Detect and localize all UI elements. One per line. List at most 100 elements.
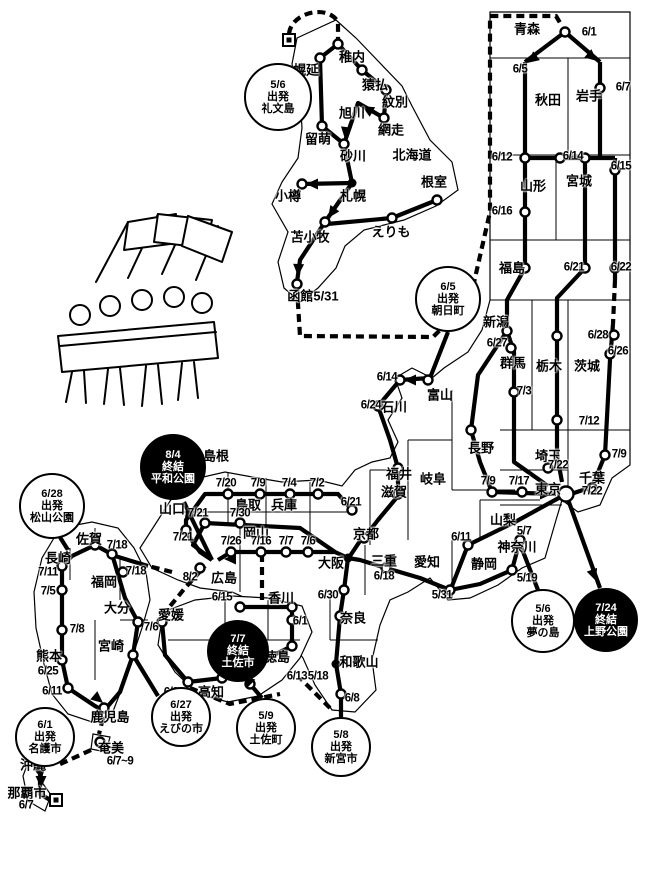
- route-node: [394, 374, 406, 386]
- route-node: [462, 539, 474, 551]
- route-node: [358, 532, 370, 544]
- route-node: [127, 649, 139, 661]
- route-node: [579, 262, 591, 274]
- route-arrowhead: [540, 488, 552, 500]
- ferry-route-dashed: [147, 563, 173, 575]
- route-node: [255, 546, 267, 558]
- route-arrowhead: [586, 567, 598, 581]
- march-route-solid: [450, 492, 568, 587]
- flag: [181, 215, 233, 263]
- route-node: [422, 374, 434, 386]
- route-node: [98, 702, 110, 714]
- marcher-head: [131, 289, 153, 311]
- route-arrowhead: [35, 776, 47, 788]
- march-route-solid: [347, 539, 523, 593]
- march-route-solid: [554, 266, 587, 483]
- route-node: [594, 82, 606, 94]
- marcher-head: [163, 286, 185, 308]
- route-node-filled: [347, 178, 357, 188]
- march-route-solid: [333, 557, 351, 665]
- route-arrowhead: [584, 49, 597, 61]
- route-arrowhead: [90, 691, 103, 703]
- route-node: [380, 84, 392, 96]
- banner-fold: [59, 331, 217, 347]
- route-node-filled: [331, 659, 341, 669]
- route-node: [332, 38, 344, 50]
- route-node: [554, 152, 566, 164]
- start-box-core: [286, 37, 292, 43]
- marcher-leg: [157, 364, 163, 405]
- route-node: [56, 624, 68, 636]
- route-node: [392, 462, 404, 474]
- route-arrowhead: [341, 126, 352, 139]
- marcher-head: [99, 295, 121, 317]
- march-route-solid: [131, 653, 160, 698]
- route-node: [62, 682, 74, 694]
- route-node: [380, 562, 392, 574]
- route-node: [314, 52, 326, 64]
- route-node: [234, 517, 246, 529]
- route-node: [132, 616, 144, 628]
- route-node: [486, 486, 498, 498]
- route-node: [506, 564, 518, 576]
- march-route-solid: [159, 621, 190, 684]
- route-node: [312, 488, 324, 500]
- route-node: [338, 138, 350, 150]
- march-route-solid: [114, 553, 149, 569]
- route-node: [284, 488, 296, 500]
- march-route-solid: [60, 542, 117, 568]
- route-arrowhead: [328, 205, 340, 218]
- ferry-route-dashed: [610, 279, 618, 325]
- route-node: [386, 212, 398, 224]
- route-node: [608, 329, 620, 341]
- march-route-solid: [341, 143, 355, 184]
- route-node: [465, 424, 477, 436]
- route-node: [519, 152, 531, 164]
- route-node: [286, 640, 298, 652]
- route-node: [56, 584, 68, 596]
- march-route-solid: [317, 42, 346, 146]
- route-node: [392, 488, 404, 500]
- route-node: [519, 206, 531, 218]
- marchers-illustration: [57, 213, 233, 407]
- route-arrowhead: [404, 374, 416, 386]
- start-box-core: [53, 797, 59, 803]
- marcher-leg: [103, 368, 109, 405]
- route-node: [356, 64, 368, 76]
- route-node: [106, 548, 118, 560]
- marcher-leg: [141, 365, 147, 407]
- route-node: [501, 325, 513, 337]
- route-arrowhead: [527, 51, 540, 63]
- route-node: [194, 562, 206, 574]
- route-node: [222, 488, 234, 500]
- route-node: [117, 566, 129, 578]
- ferry-route-dashed: [286, 10, 341, 42]
- route-node: [199, 517, 211, 529]
- route-node: [599, 449, 611, 461]
- route-node: [94, 736, 106, 748]
- marcher-head: [191, 292, 213, 314]
- marcher-leg: [177, 362, 183, 401]
- route-node: [234, 601, 246, 613]
- route-node: [56, 560, 68, 572]
- route-node: [346, 504, 358, 516]
- ferry-route-dashed: [298, 676, 332, 710]
- route-node: [180, 524, 192, 536]
- route-node: [335, 688, 347, 700]
- march-route-solid: [518, 543, 540, 591]
- route-node: [609, 164, 621, 176]
- route-node: [302, 546, 314, 558]
- march-route-solid: [504, 266, 527, 331]
- route-node: [559, 26, 571, 38]
- marcher-leg: [65, 371, 73, 403]
- route-node: [182, 676, 194, 688]
- route-arrowhead: [306, 178, 318, 190]
- route-arrowhead: [224, 553, 236, 565]
- route-node: [216, 672, 228, 684]
- route-node: [579, 152, 591, 164]
- route-node: [254, 488, 266, 500]
- coastline: [22, 756, 52, 812]
- marcher-leg: [193, 361, 199, 399]
- route-node: [551, 330, 563, 342]
- ferry-route-dashed: [55, 748, 92, 768]
